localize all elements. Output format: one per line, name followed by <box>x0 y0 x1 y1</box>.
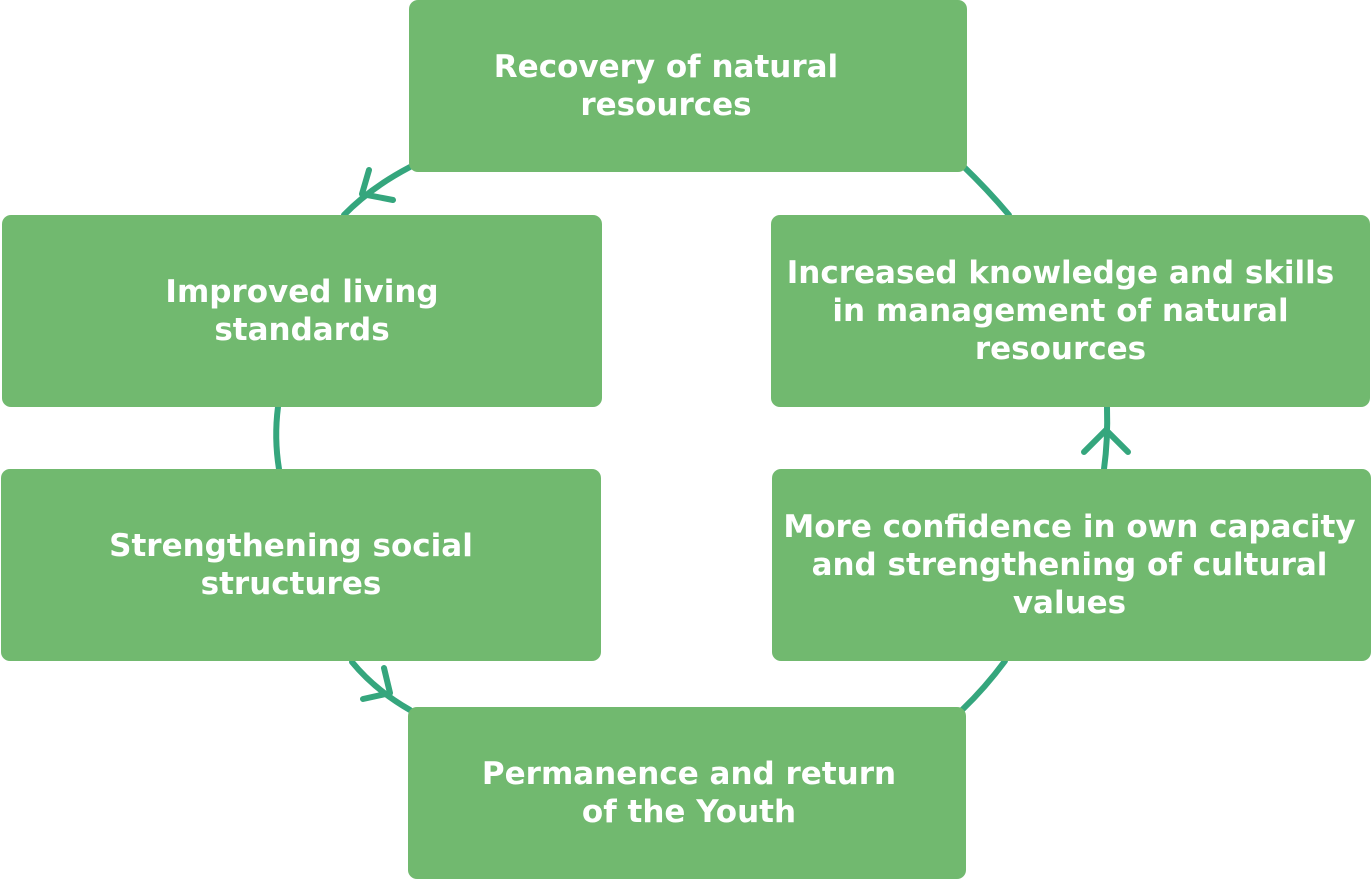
connector-left-lower-to-left-upper <box>273 404 282 472</box>
connector-right-lower-to-bottom <box>959 658 1008 713</box>
node-increased-knowledge-skills: Increased knowledge and skills in manage… <box>771 215 1370 407</box>
node-label: Strengthening social structures <box>109 528 473 602</box>
arrowhead-bottom <box>360 665 393 702</box>
node-permanence-return-youth: Permanence and return of the Youth <box>408 707 966 879</box>
connector-left-upper-to-top <box>341 164 413 218</box>
node-label: Improved living standards <box>165 274 439 348</box>
node-improved-living-standards: Improved living standards <box>2 215 602 407</box>
node-label: Recovery of natural resources <box>493 49 839 123</box>
node-recovery-natural-resources: Recovery of natural resources <box>409 0 967 172</box>
node-label: More confidence in own capacity and stre… <box>783 509 1356 621</box>
arrowhead-right-upper <box>1081 427 1131 455</box>
connector-bottom-to-left-lower <box>349 659 413 713</box>
connector-top-to-right-upper <box>959 162 1012 218</box>
node-strengthening-social-structures: Strengthening social structures <box>1 469 601 661</box>
node-label: Increased knowledge and skills in manage… <box>786 255 1335 367</box>
connector-right-upper-to-right-lower <box>1101 404 1111 472</box>
node-label: Permanence and return of the Youth <box>481 756 897 830</box>
arrowhead-top <box>359 167 396 203</box>
node-more-confidence: More confidence in own capacity and stre… <box>772 469 1371 661</box>
